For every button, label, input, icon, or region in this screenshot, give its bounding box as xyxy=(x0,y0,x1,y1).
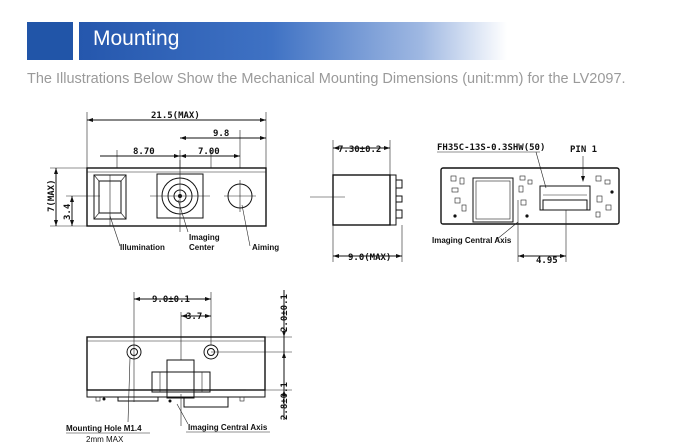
label-center: Center xyxy=(189,243,214,252)
dim-8-70: 8.70 xyxy=(133,147,155,157)
dim-height-max: 7(MAX) xyxy=(47,179,57,212)
dim-7-00: 7.00 xyxy=(198,147,220,157)
front-view: 21.5(MAX) 9.8 8.70 7.00 xyxy=(47,111,279,252)
label-aiming: Aiming xyxy=(252,243,279,252)
dim-9-8: 9.8 xyxy=(213,129,229,139)
banner-bar xyxy=(79,22,507,60)
section-banner: Mounting xyxy=(27,22,507,60)
label-mounting-hole: Mounting Hole M1.4 xyxy=(66,424,142,433)
dim-2-0: 2.0±0.1 xyxy=(280,294,290,332)
dim-9-0: 9.0±0.1 xyxy=(152,295,190,305)
label-connector: FH35C-13S-0.3SHW(50) xyxy=(437,143,545,153)
banner-accent-block xyxy=(27,22,73,60)
dim-9-0-max: 9.0(MAX) xyxy=(348,253,391,263)
section-description: The Illustrations Below Show the Mechani… xyxy=(27,71,626,87)
dim-7-30: 7.30±0.2 xyxy=(338,145,381,155)
dim-4-95: 4.95 xyxy=(536,256,558,266)
label-mounting-max: 2mm MAX xyxy=(86,435,124,444)
dim-3-4: 3.4 xyxy=(63,203,73,220)
dim-width-max: 21.5(MAX) xyxy=(151,111,200,121)
label-imaging: Imaging xyxy=(189,233,220,242)
section-title: Mounting xyxy=(93,27,180,50)
side-view: 7.30±0.2 9.0(MAX) xyxy=(310,140,403,263)
label-imaging-axis-back: Imaging Central Axis xyxy=(432,236,512,245)
dim-3-7: 3.7 xyxy=(186,312,202,322)
label-illumination: Illumination xyxy=(120,243,165,252)
label-pin-1: PIN 1 xyxy=(570,145,597,155)
label-imaging-axis-bottom: Imaging Central Axis xyxy=(188,423,268,432)
dim-2-8: 2.8±0.1 xyxy=(280,382,290,420)
back-view: FH35C-13S-0.3SHW(50) PIN 1 xyxy=(432,143,620,266)
bottom-view: 9.0±0.1 3.7 2.0±0.1 xyxy=(66,290,292,444)
